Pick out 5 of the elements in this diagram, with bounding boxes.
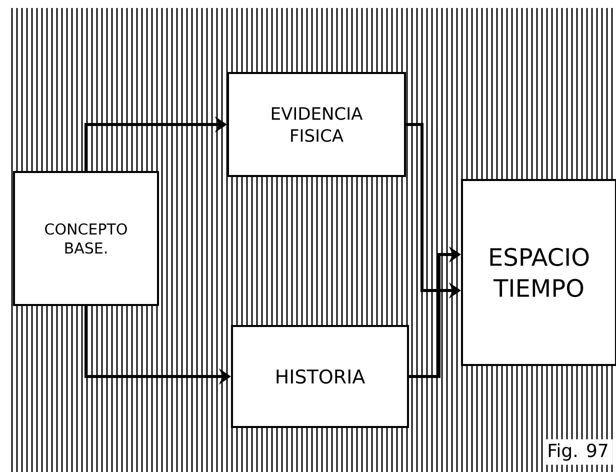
process-box: ESPACIO TIEMPO [461,179,616,366]
figure-number: Fig. 97 [543,439,613,465]
process-box: EVIDENCIA FISICA [227,72,406,177]
process-box: HISTORIA [231,325,409,428]
process-box: CONCEPTO BASE. [13,171,159,306]
